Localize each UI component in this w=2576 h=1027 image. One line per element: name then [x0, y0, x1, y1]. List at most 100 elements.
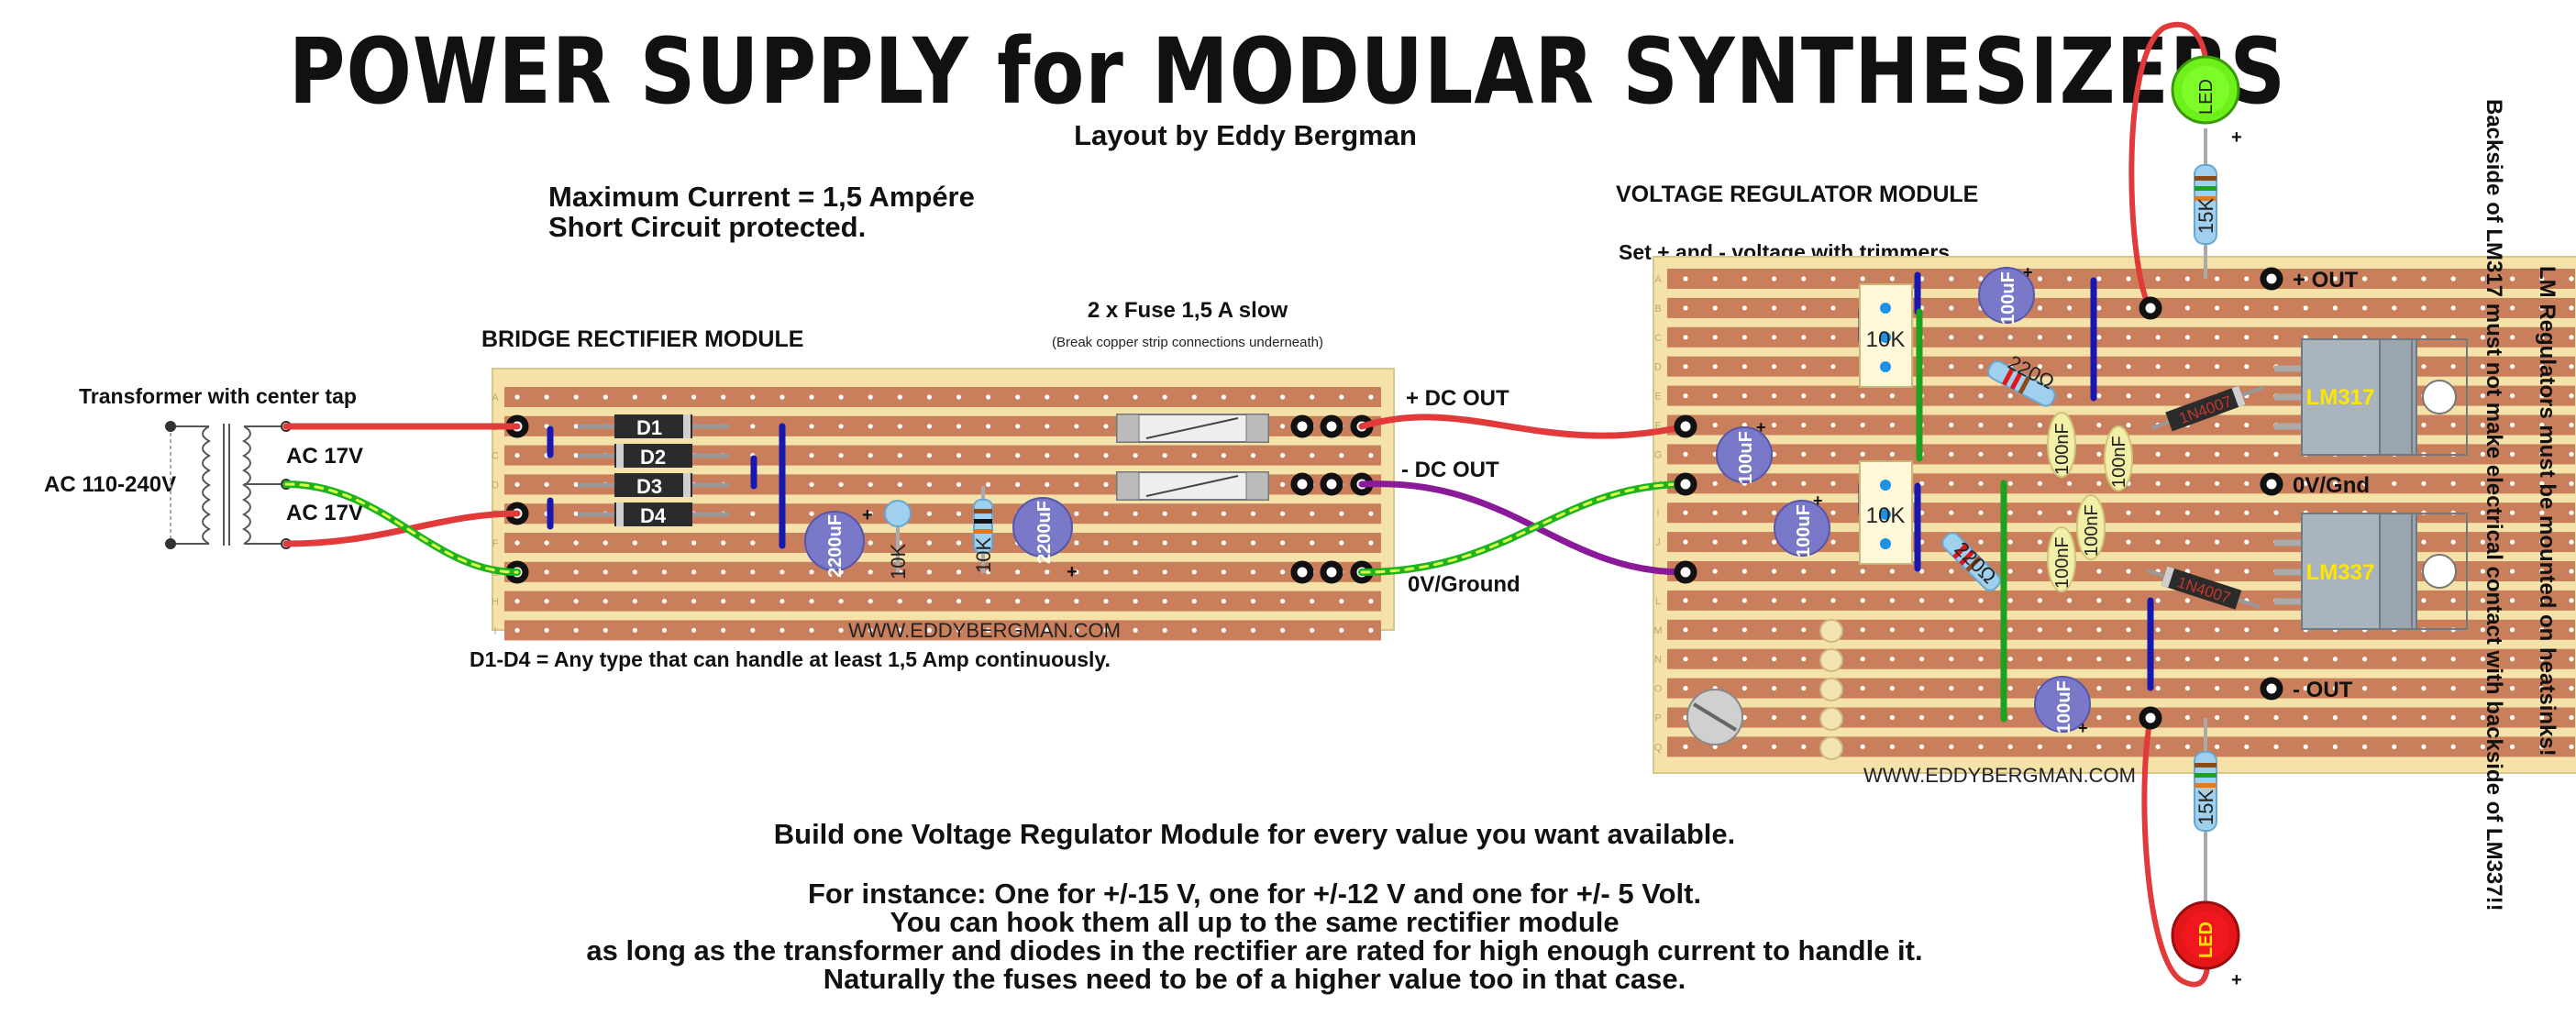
board-hole [573, 453, 579, 458]
board-hole [1889, 598, 1895, 603]
board-hole [779, 569, 785, 575]
board-hole [2184, 364, 2190, 370]
board-hole [2037, 598, 2042, 603]
board-hole [2303, 305, 2308, 311]
board-hole [1860, 393, 1865, 399]
board-hole [1889, 451, 1895, 457]
board-hole [2450, 714, 2456, 721]
board-hole [2539, 422, 2545, 428]
board-hole [661, 540, 668, 546]
board-hole [926, 424, 933, 429]
board-hole [1074, 540, 1079, 546]
board-hole [2067, 627, 2073, 633]
board-hole [1949, 686, 1954, 691]
board-hole [750, 627, 756, 634]
wire-led-top [2128, 21, 2209, 311]
board-hole [2037, 335, 2042, 340]
board-hole [1221, 599, 1226, 604]
board-hole [2126, 305, 2131, 311]
board-hole [2569, 335, 2574, 340]
board-hole [2539, 276, 2545, 282]
board-hole [691, 394, 697, 400]
board-hole [1221, 569, 1226, 575]
board-hole [2155, 627, 2161, 633]
capacitor-100uf-a: 100uF + [1716, 418, 1773, 484]
board-hole [2155, 744, 2161, 750]
board-hole [2510, 569, 2515, 574]
board-hole [926, 599, 933, 604]
capacitor-2200uf-left-label: 2200uF [825, 514, 846, 578]
board-hole [721, 540, 726, 546]
led-green-plus: + [2231, 127, 2242, 148]
board-hole [1949, 657, 1954, 662]
board-hole [2037, 480, 2042, 486]
board-hole [1683, 393, 1688, 399]
board-hole [721, 569, 726, 575]
copper-strip [504, 561, 1381, 582]
row-letter: P [1654, 713, 1661, 724]
board-hole [1045, 599, 1050, 604]
board-hole [956, 394, 962, 400]
capacitor-100uf-d-label: 100uF [2054, 680, 2074, 734]
board-hole [1133, 627, 1138, 634]
board-hole [868, 627, 873, 634]
board-hole [2215, 276, 2220, 282]
brm-title: BRIDGE RECTIFIER MODULE [481, 326, 803, 352]
diode-d4: D4 [578, 502, 729, 527]
board-hole [2007, 627, 2013, 633]
board-hole [1015, 424, 1021, 429]
board-hole [573, 540, 579, 546]
board-hole [2273, 510, 2279, 515]
board-hole [1191, 569, 1197, 575]
ground-label: 0V/Ground [1408, 572, 1520, 597]
capacitor-2200uf-left: 2200uF + [804, 505, 873, 578]
board-hole [1712, 305, 1718, 311]
board-hole [1162, 511, 1167, 516]
board-hole [1889, 569, 1895, 574]
board-hole [2126, 510, 2131, 515]
board-hole [2480, 657, 2485, 662]
ac-input-label: AC 110-240V [44, 472, 176, 497]
board-hole [1860, 569, 1865, 574]
board-hole [1683, 451, 1688, 457]
board-hole [2332, 657, 2338, 662]
board-hole [2421, 364, 2427, 370]
board-hole [2096, 276, 2102, 282]
board-hole [2273, 335, 2279, 340]
board-hole [2362, 276, 2368, 282]
diode-array: D1 D2 D3 D4 [578, 414, 729, 527]
board-hole [809, 599, 814, 604]
capacitor-100uf-b-label: 100uF [1794, 504, 1814, 558]
board-hole [1074, 481, 1079, 488]
board-hole [2215, 451, 2220, 457]
board-hole [1889, 657, 1895, 662]
board-hole [2510, 714, 2515, 721]
website-right: WWW.EDDYBERGMAN.COM [1863, 764, 2136, 787]
capacitor-100uf-a-label: 100uF [1736, 431, 1756, 484]
board-hole [1801, 393, 1807, 399]
board-hole [2392, 276, 2397, 282]
board-hole [897, 453, 902, 458]
row-letter: O [1654, 684, 1663, 695]
board-hole [2184, 480, 2190, 486]
copper-strip [504, 503, 1381, 525]
board-hole [2096, 569, 2102, 574]
board-hole [2421, 598, 2427, 603]
board-hole [721, 599, 726, 604]
board-hole [2480, 451, 2485, 457]
board-hole [2510, 744, 2515, 750]
board-hole [2184, 393, 2190, 399]
board-hole [1074, 424, 1079, 429]
board-hole [2155, 480, 2161, 486]
board-hole [2510, 451, 2515, 457]
board-hole [1741, 364, 1747, 370]
board-hole [1919, 480, 1925, 486]
fuse-note: (Break copper strip connections undernea… [1052, 335, 1323, 350]
board-hole [1772, 451, 1777, 457]
board-hole [1712, 276, 1718, 282]
board-hole [2539, 569, 2545, 574]
board-hole [1949, 744, 1954, 750]
resistor-15k-bottom: 15K [2194, 718, 2217, 903]
board-hole [2392, 657, 2397, 662]
